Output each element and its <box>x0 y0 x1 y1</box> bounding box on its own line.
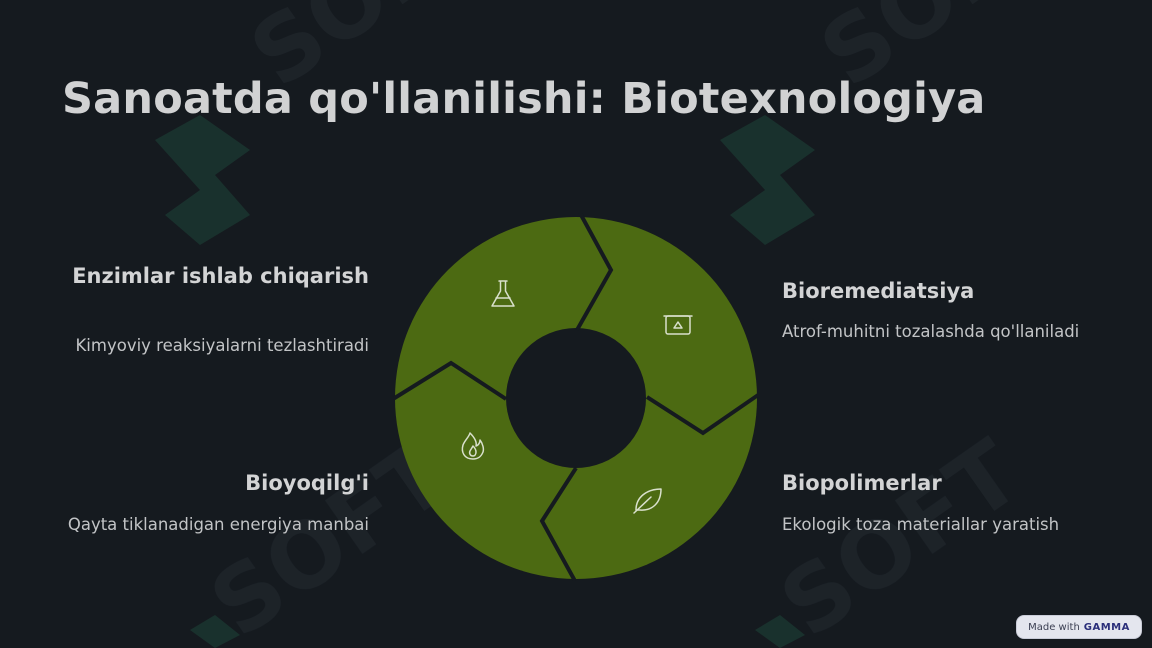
page-title: Sanoatda qo'llanilishi: Biotexnologiya <box>62 74 986 124</box>
segment-divider-left <box>393 360 508 401</box>
item-description-enzymes: Kimyoviy reaksiyalarni tezlashtiradi <box>75 336 369 355</box>
item-description-bioremediation: Atrof-muhitni tozalashda qo'llaniladi <box>782 322 1080 341</box>
gamma-logo: GAMMA <box>1083 621 1130 633</box>
segment-divider-bottom <box>539 466 578 581</box>
segment-divider-right <box>645 391 759 436</box>
item-heading-biopolymers: Biopolimerlar <box>782 471 942 495</box>
svg-text:SOFT: SOFT <box>762 420 1039 648</box>
item-description-biofuel: Qayta tiklanadigan energiya manbai <box>67 515 369 534</box>
made-with-gamma-badge[interactable]: Made with GAMMA <box>1016 615 1142 639</box>
cycle-diagram <box>393 213 759 581</box>
segment-divider-top <box>575 213 614 331</box>
item-heading-bioremediation: Bioremediatsiya <box>782 279 975 303</box>
item-heading-biofuel: Bioyoqilg'i <box>245 471 369 495</box>
cycle-ring <box>395 217 757 579</box>
leaf-icon <box>633 488 662 514</box>
flame-icon <box>461 432 485 460</box>
recycle-bin-icon <box>663 315 693 335</box>
item-description-biopolymers: Ekologik toza materiallar yaratish <box>782 515 1060 534</box>
badge-prefix: Made with <box>1028 621 1080 633</box>
flask-icon <box>491 280 515 307</box>
item-heading-enzymes: Enzimlar ishlab chiqarish <box>72 264 369 288</box>
